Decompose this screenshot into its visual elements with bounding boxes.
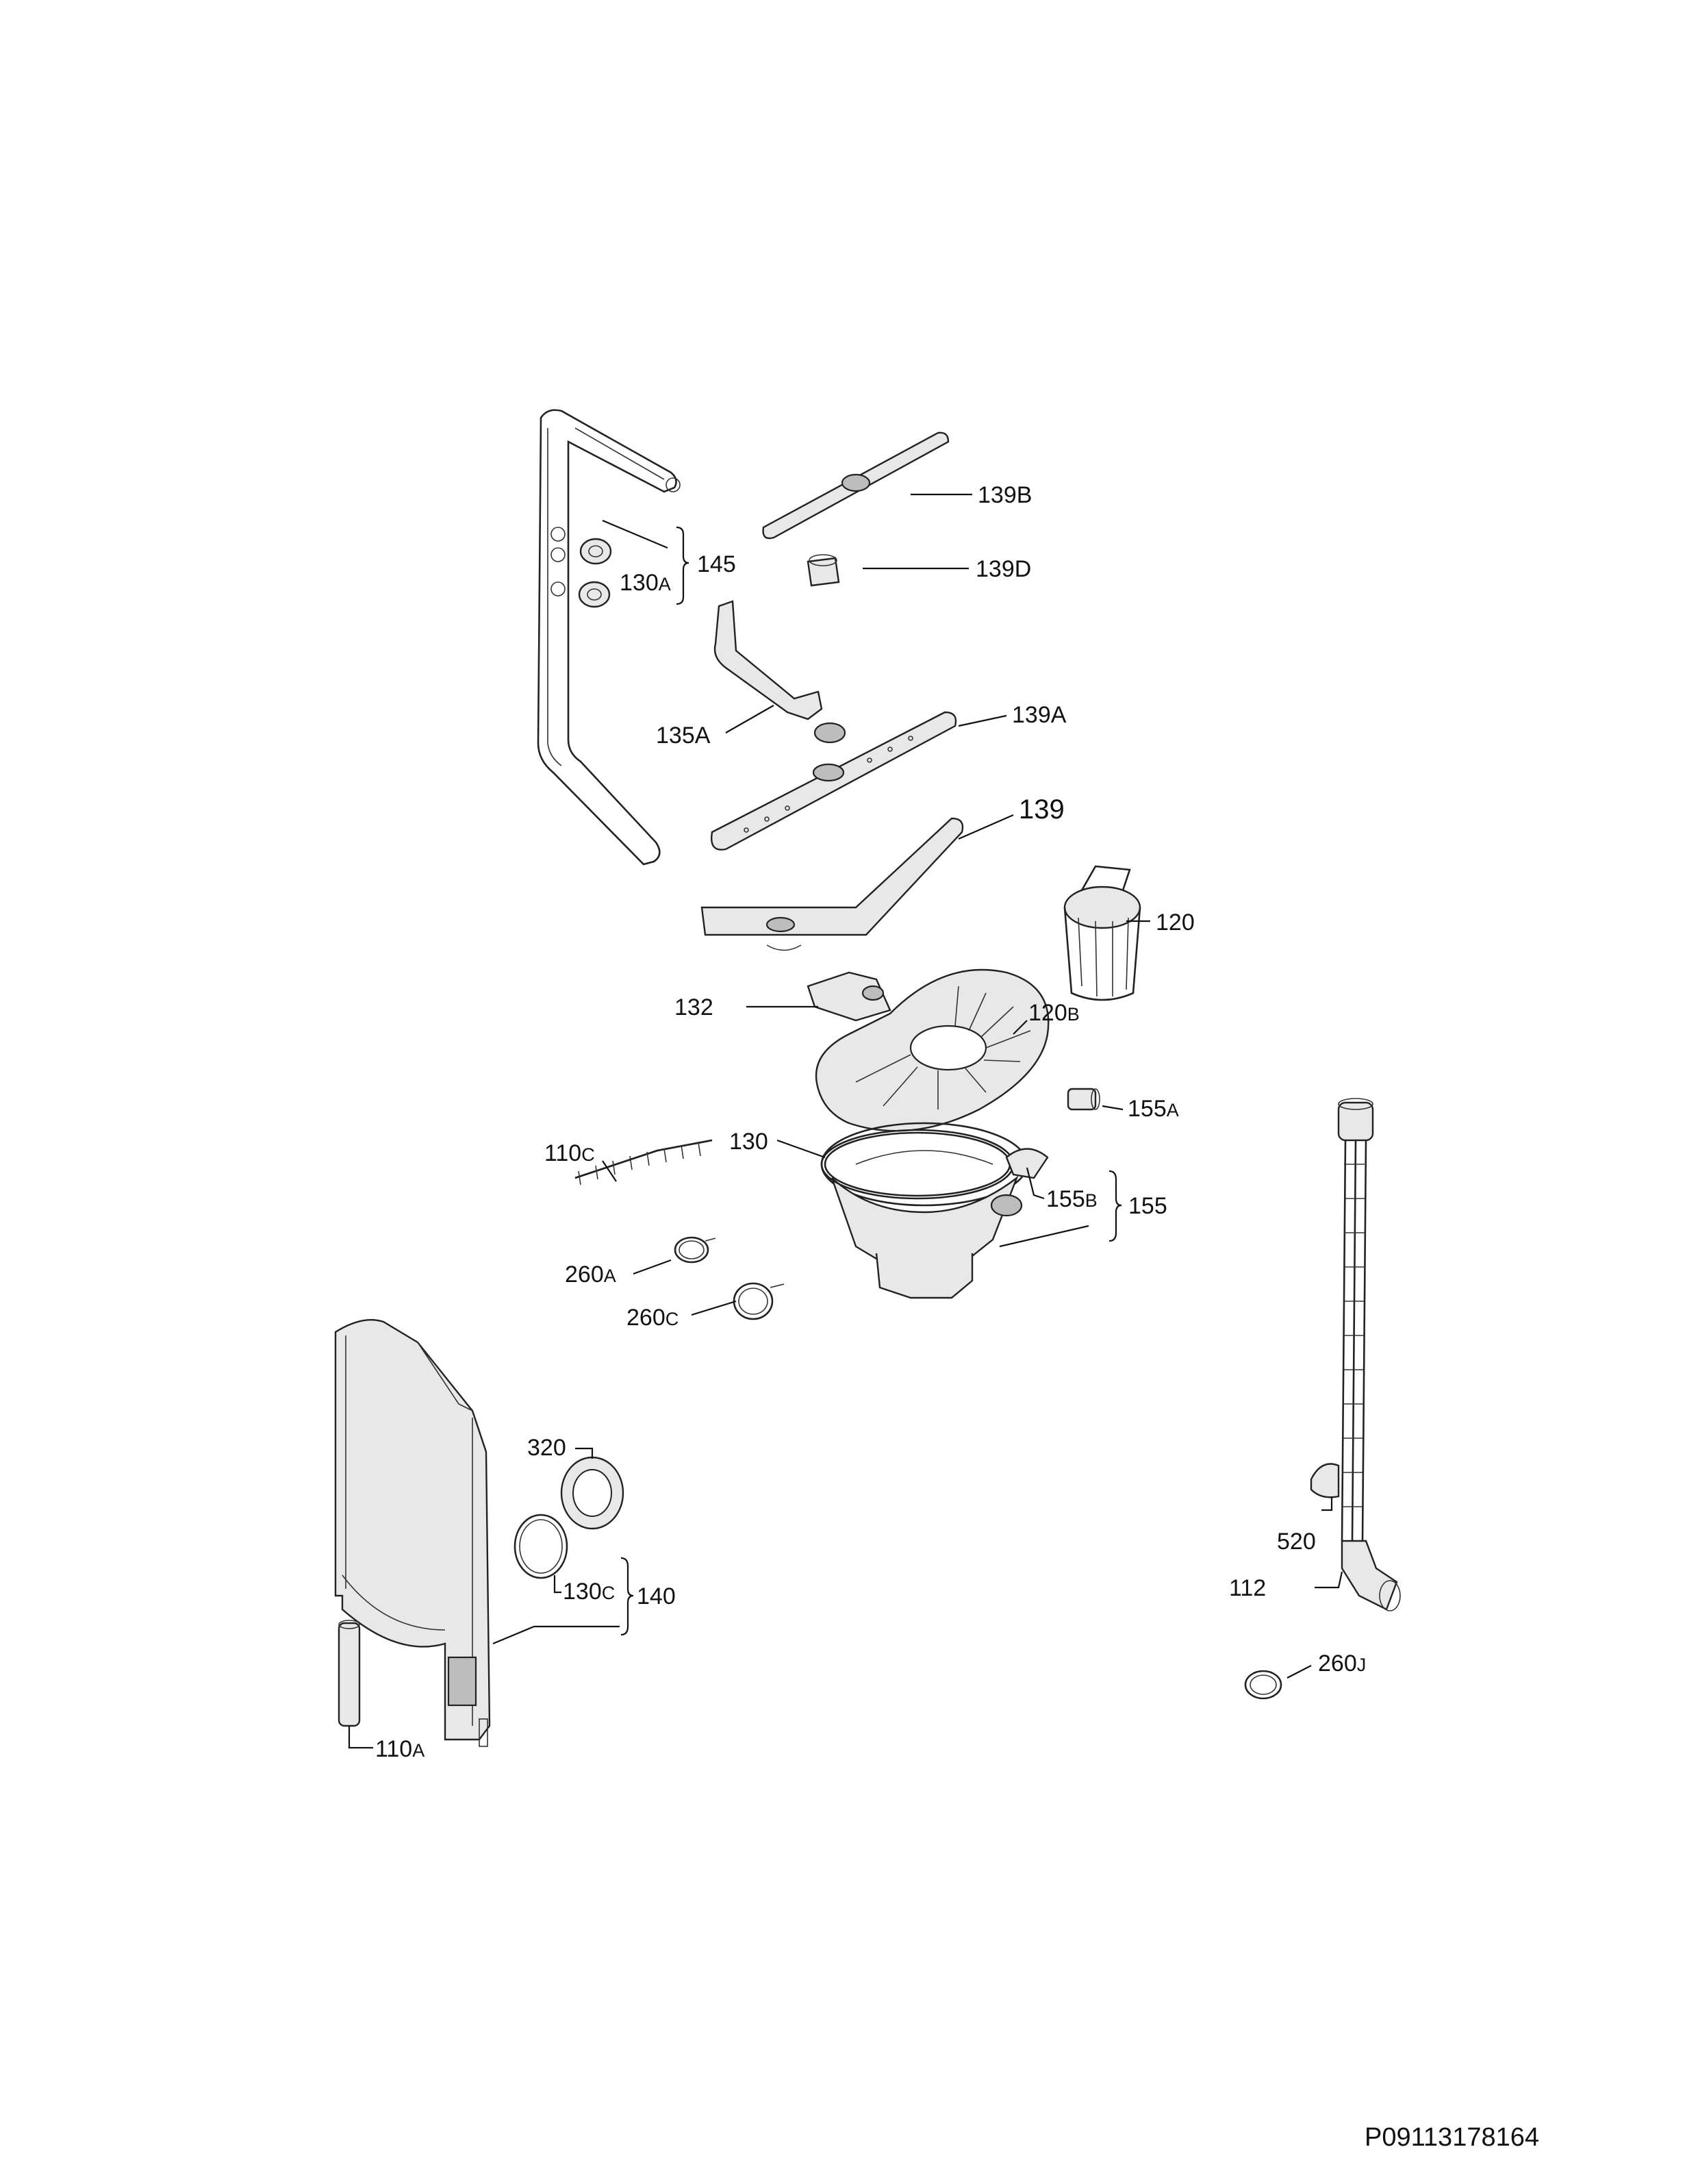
label-120b-suffix: B [1067,1004,1080,1025]
label-139: 139 [1019,794,1065,825]
label-120: 120 [1156,909,1195,936]
label-155b-suffix: B [1085,1190,1098,1211]
leader-lines [348,493,1343,1749]
sump-assembly-155 [820,1122,1028,1299]
clamp-260a [674,1236,716,1264]
label-130a-num: 130 [620,570,659,596]
water-softener-140 [334,1319,491,1747]
label-110c-num: 110 [544,1140,581,1166]
lower-spray-arm-139 [700,817,964,951]
label-145: 145 [697,551,736,577]
label-110a-num: 110 [375,1736,412,1762]
upper-supply-pipe [537,409,681,866]
label-130c: 130C [563,1579,615,1605]
label-130c-num: 130 [563,1579,602,1605]
label-120b-num: 120 [1028,1000,1067,1026]
label-155: 155 [1128,1193,1167,1219]
spray-arm-support-135a [713,600,846,744]
seal-ring-130 [820,1129,1015,1200]
label-520: 520 [1277,1529,1316,1555]
label-260c-suffix: C [666,1309,679,1329]
valve-155b [1005,1148,1049,1179]
upper-spray-arm-139b [762,431,950,540]
label-155b-num: 155 [1046,1186,1085,1212]
label-260a-suffix: A [604,1266,616,1286]
label-130a: 130A [620,570,671,596]
label-112: 112 [1229,1575,1266,1601]
tube-110a [338,1620,361,1727]
label-130c-suffix: C [602,1583,616,1603]
label-155a-suffix: A [1167,1100,1179,1120]
seal-320 [560,1456,624,1530]
nut-139d [807,554,840,587]
label-110a: 110A [375,1736,424,1762]
clamp-260j [1244,1670,1282,1700]
label-260c: 260C [626,1305,679,1331]
label-139b: 139B [978,482,1032,508]
label-260j-num: 260 [1318,1650,1357,1677]
clamp-520 [1310,1463,1340,1498]
seal-130c [514,1514,568,1579]
clamp-260c [733,1282,785,1320]
label-110c-suffix: C [581,1144,595,1165]
label-140: 140 [637,1583,676,1609]
label-260j: 260J [1318,1650,1366,1677]
label-130: 130 [729,1129,768,1155]
label-139a: 139A [1012,702,1067,728]
filter-120 [1063,865,1141,1001]
label-130a-suffix: A [659,574,671,594]
nozzle-155a [1067,1088,1100,1111]
label-155a-num: 155 [1128,1096,1167,1122]
part-132 [807,971,891,1022]
braces [620,526,1122,1636]
label-260a: 260A [565,1262,616,1288]
label-110a-suffix: A [412,1740,424,1761]
label-139d: 139D [976,556,1031,582]
microfilter-120b [815,968,1050,1132]
document-id: P09113178164 [1365,2123,1539,2152]
nozzles-130a [578,538,612,608]
label-155a: 155A [1128,1096,1179,1122]
label-110c: 110C [544,1140,595,1166]
label-320: 320 [527,1435,566,1461]
label-260j-suffix: J [1357,1655,1367,1675]
label-132: 132 [674,994,713,1020]
label-260c-num: 260 [626,1305,666,1331]
drain-hose-112 [1337,1098,1401,1611]
middle-spray-arm-139a [711,711,957,851]
label-120b: 120B [1028,1000,1080,1026]
label-135a: 135A [656,723,711,749]
label-155b: 155B [1046,1186,1098,1212]
label-260a-num: 260 [565,1262,604,1288]
hose-110c [574,1139,713,1185]
